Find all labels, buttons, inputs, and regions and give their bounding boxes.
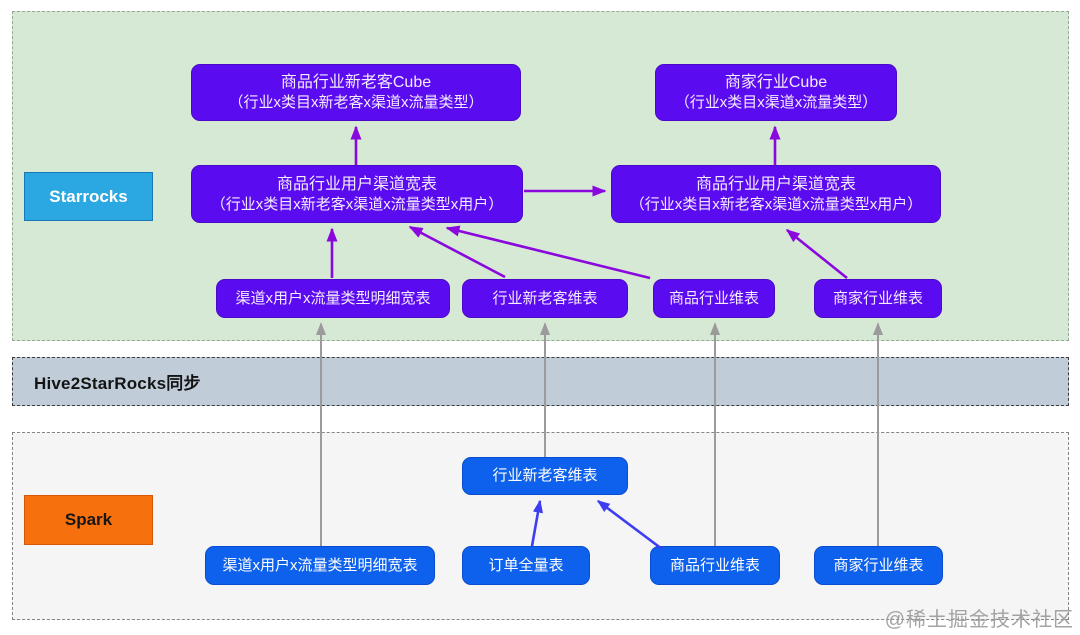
node-sr-product-industry-dim-table: 商品行业维表 bbox=[653, 279, 775, 318]
spark-layer-tag: Spark bbox=[24, 495, 153, 545]
sync-band-label: Hive2StarRocks同步 bbox=[34, 374, 201, 393]
watermark: @稀土掘金技术社区 bbox=[884, 609, 1074, 631]
node-sr-channel-user-detail-table: 渠道x用户x流量类型明细宽表 bbox=[216, 279, 450, 318]
node-merchant-industry-cube: 商家行业Cube （行业x类目x渠道x流量类型） bbox=[655, 64, 897, 121]
starrocks-layer-tag: Starrocks bbox=[24, 172, 153, 221]
node-sr-merchant-industry-dim-table: 商家行业维表 bbox=[814, 279, 942, 318]
node-product-industry-new-old-cube: 商品行业新老客Cube （行业x类目x新老客x渠道x流量类型） bbox=[191, 64, 521, 121]
node-spark-channel-user-detail-table: 渠道x用户x流量类型明细宽表 bbox=[205, 546, 435, 585]
hive2starrocks-sync-band: Hive2StarRocks同步 bbox=[12, 357, 1069, 406]
node-spark-product-industry-dim-table: 商品行业维表 bbox=[650, 546, 780, 585]
node-wide-table-left: 商品行业用户渠道宽表 （行业x类目x新老客x渠道x流量类型x用户） bbox=[191, 165, 523, 223]
node-spark-merchant-industry-dim-table: 商家行业维表 bbox=[814, 546, 943, 585]
node-sr-industry-new-old-dim-table: 行业新老客维表 bbox=[462, 279, 628, 318]
node-spark-order-full-table: 订单全量表 bbox=[462, 546, 590, 585]
node-spark-industry-new-old-dim-table: 行业新老客维表 bbox=[462, 457, 628, 495]
node-wide-table-right: 商品行业用户渠道宽表 （行业x类目x新老客x渠道x流量类型x用户） bbox=[611, 165, 941, 223]
